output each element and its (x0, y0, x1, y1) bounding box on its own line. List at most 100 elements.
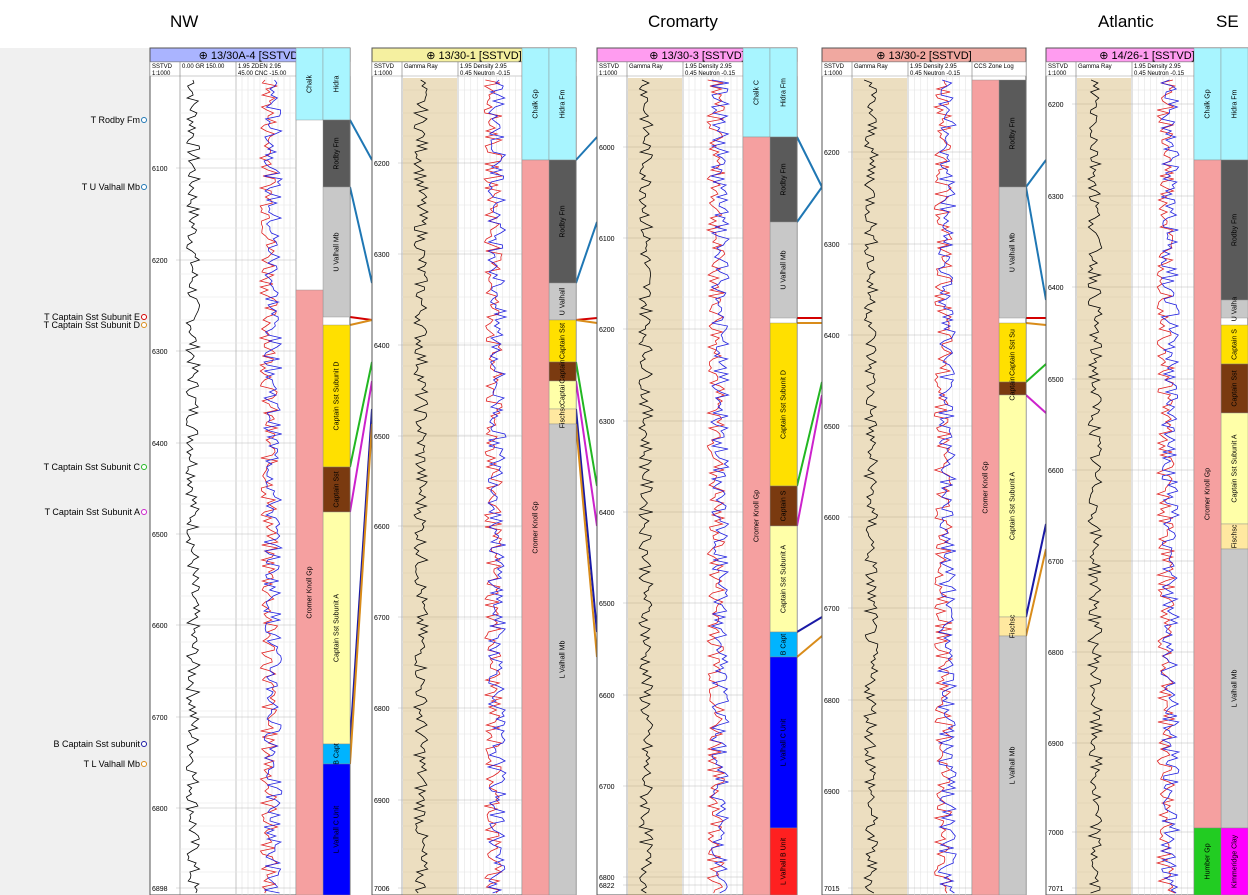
depth-tick-label: 6600 (824, 515, 840, 522)
zone-label: Cromer Knoll Gp (982, 461, 989, 513)
zone-label: Captain (559, 359, 566, 383)
depth-tick-label: 6500 (599, 601, 615, 608)
zone-block (548, 282, 577, 321)
depth-tick-label: 6100 (152, 166, 168, 173)
gamma-ray-curve (638, 79, 655, 894)
neutron-curve (262, 79, 283, 894)
zone-block (769, 221, 798, 319)
zone-label: Chalk Gp (1204, 89, 1211, 118)
depth-tick-label: 6400 (599, 510, 615, 517)
marker-label: B Captain Sst subunit (53, 739, 140, 749)
zone-label: Cromer Knoll Gp (1204, 468, 1211, 520)
depth-tick-label: 6900 (374, 798, 390, 805)
zone-label: Captai (559, 384, 566, 405)
zone-block (548, 380, 577, 410)
zone-label: U Valhall Mb (780, 250, 787, 289)
scale-label: 1:1000 (1048, 71, 1067, 77)
track2-neutron-label: 0.45 Neutron -0.15 (910, 71, 961, 77)
depth-tick-label: 6200 (599, 327, 615, 334)
depth-tick-label: 6600 (152, 623, 168, 630)
depth-tick-label: 6800 (152, 806, 168, 813)
scale-label: 1:1000 (152, 71, 171, 77)
correlation-line (349, 319, 373, 326)
correlation-line (1025, 322, 1047, 326)
zone-block (769, 827, 798, 895)
zone-label: U Valhall Mb (333, 232, 340, 271)
zone-block (1193, 159, 1222, 829)
track1-label: Gamma Ray (854, 64, 888, 70)
depth-tick-label: 6200 (374, 161, 390, 168)
depth-tick-label: 6898 (152, 886, 168, 893)
marker-dot (141, 184, 147, 190)
density-curve (483, 79, 504, 894)
zone-label: L Valhall C Unit (333, 806, 340, 854)
zone-block (322, 186, 351, 318)
scale-label: 1:1000 (824, 71, 843, 77)
correlation-line (575, 361, 598, 487)
zone-block (971, 79, 1000, 895)
zone-block (769, 322, 798, 487)
zone-block (998, 635, 1027, 895)
marker-label: T Captain Sst Subunit C (44, 462, 141, 472)
depth-tick-label: 6500 (152, 532, 168, 539)
correlation-line (575, 380, 598, 527)
depth-tick-label: 6200 (824, 150, 840, 157)
zone-block (1220, 363, 1248, 414)
track2-density-label: 1.95 Density 2.95 (460, 64, 507, 70)
zone-block (1220, 324, 1248, 365)
marker-dot (141, 464, 147, 470)
track1-label: Gamma Ray (404, 64, 438, 70)
zone-block (998, 79, 1027, 188)
gamma-ray-curve (863, 79, 880, 894)
zone-label: Hidra (333, 76, 340, 93)
well-title: ⊕ 13/30-1 [SSTVD] (426, 50, 521, 62)
correlation-line (796, 136, 823, 188)
zone-block (769, 47, 798, 138)
zone-label: Captain (1009, 376, 1016, 400)
marker-labels: T Rodby FmT U Valhall MbT Captain Sst Su… (44, 115, 147, 769)
correlation-line (796, 635, 823, 658)
zone-label: Chalk C (753, 80, 760, 105)
zone-block (295, 47, 324, 121)
zone-label: U Valha (1231, 297, 1238, 321)
correlation-line (349, 380, 373, 513)
zone-block (548, 47, 577, 161)
depth-tick-label: 6200 (152, 258, 168, 265)
depth-tick-label: 6300 (824, 242, 840, 249)
depth-tick-label: 6400 (824, 333, 840, 340)
well-title: ⊕ 13/30-2 [SSTVD] (876, 50, 971, 62)
neutron-curve (1160, 79, 1181, 894)
zone-block (742, 136, 771, 895)
depth-tick-label: 6500 (1048, 377, 1064, 384)
depth-tick-label: 6300 (599, 419, 615, 426)
zone-label: Fischsc (559, 404, 566, 428)
correlation-line (575, 221, 598, 284)
correlation-line (1025, 186, 1047, 301)
correlation-line (1025, 548, 1047, 637)
neutron-curve (936, 79, 958, 894)
depth-tick-label: 6300 (1048, 194, 1064, 201)
zone-label: L Valhall Mb (1009, 747, 1016, 785)
marker-dot (141, 322, 147, 328)
zone-label: Hidra Fm (780, 78, 787, 107)
zone-label: Captain Sst Su (1009, 329, 1016, 376)
zone-block (769, 485, 798, 527)
zone-label: Kimmeridge Clay (1231, 834, 1238, 888)
depth-tick-label: 6800 (824, 698, 840, 705)
zone-block (1193, 827, 1222, 895)
track1-label: Gamma Ray (629, 64, 663, 70)
zone-label: Captain Sst Subunit A (333, 594, 340, 662)
correlation-line (1025, 523, 1047, 618)
depth-tick-label: 6700 (599, 784, 615, 791)
zone-label: Captain S (780, 490, 787, 521)
correlation-line (796, 616, 823, 633)
zone-block (1193, 47, 1222, 161)
marker-panel (0, 48, 150, 895)
zone-label: Rodby Fm (1231, 214, 1238, 246)
depth-tick-label: 7000 (1048, 830, 1064, 837)
zone-block (1220, 412, 1248, 525)
zone-label: Cromer Knoll Gp (306, 566, 313, 618)
